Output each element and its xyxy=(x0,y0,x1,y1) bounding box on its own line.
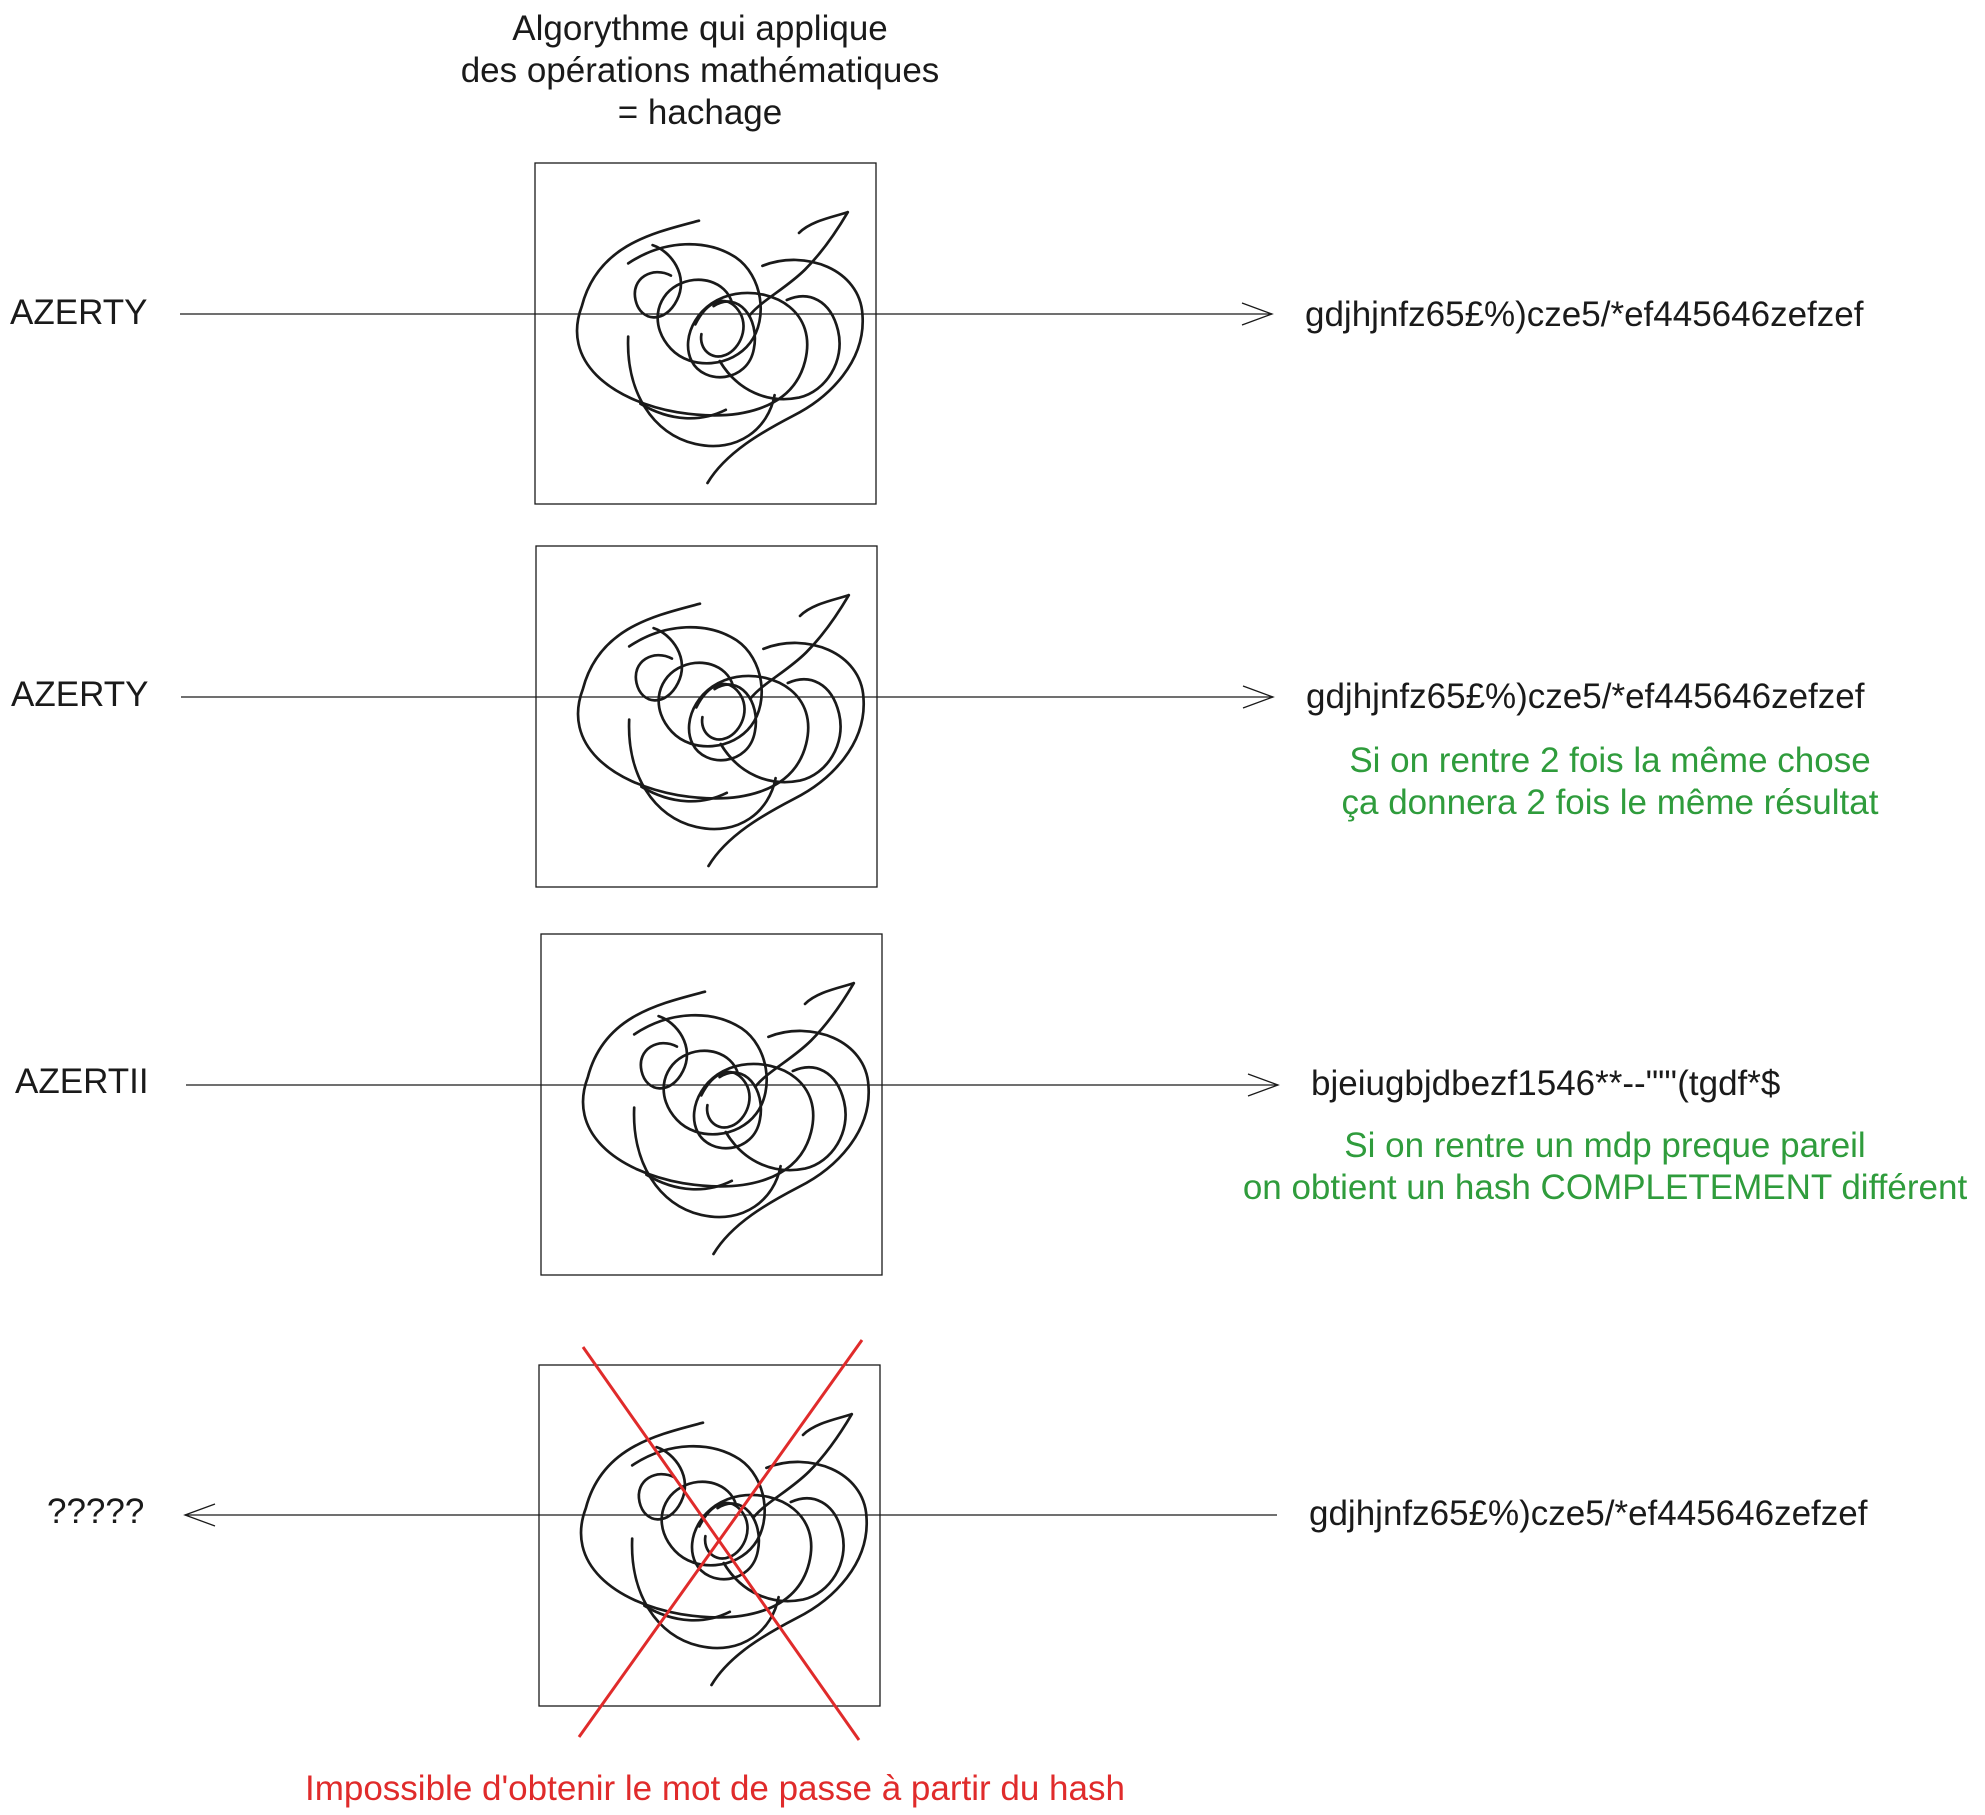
hash-box-1 xyxy=(534,162,877,505)
arrow-head-3 xyxy=(1247,1073,1280,1097)
row-4-hash: gdjhjnfz65£%)cze5/*ef445646zefzef xyxy=(1309,1494,1868,1533)
row-2-input: AZERTY xyxy=(11,675,149,714)
hash-box-3 xyxy=(540,933,883,1276)
hash-box-2 xyxy=(535,545,878,888)
title-line-2: des opérations mathématiques xyxy=(460,51,940,90)
diagram-title: Algorythme qui applique des opérations m… xyxy=(400,8,1000,134)
row-4-unknown-input: ????? xyxy=(47,1492,145,1531)
arrow-head-4 xyxy=(183,1503,216,1527)
row-3-input: AZERTII xyxy=(15,1062,149,1101)
note-similar-input-line-2: on obtient un hash COMPLETEMENT différen… xyxy=(1242,1168,1968,1207)
note-same-input-line-2: ça donnera 2 fois le même résultat xyxy=(1341,783,1879,822)
scribble-icon-1 xyxy=(575,210,865,485)
note-similar-input-line-1: Si on rentre un mdp preque pareil xyxy=(1344,1126,1866,1165)
scribble-icon-2 xyxy=(576,593,866,868)
arrow-head-2 xyxy=(1242,685,1275,709)
red-cross-icon-stroke-2 xyxy=(577,1339,864,1738)
hash-box-4 xyxy=(538,1364,881,1707)
row-1-output: gdjhjnfz65£%)cze5/*ef445646zefzef xyxy=(1305,295,1864,334)
arrow-head-1 xyxy=(1241,302,1274,326)
title-line-1: Algorythme qui applique xyxy=(512,9,888,48)
row-1-input: AZERTY xyxy=(10,293,148,332)
note-same-input-line-1: Si on rentre 2 fois la même chose xyxy=(1349,741,1871,780)
note-same-input: Si on rentre 2 fois la même chose ça don… xyxy=(1260,740,1960,824)
row-2-output: gdjhjnfz65£%)cze5/*ef445646zefzef xyxy=(1306,677,1865,716)
note-irreversible: Impossible d'obtenir le mot de passe à p… xyxy=(305,1769,1125,1808)
title-line-3: = hachage xyxy=(617,93,783,132)
red-cross-icon-stroke-1 xyxy=(581,1346,861,1741)
note-similar-input: Si on rentre un mdp preque pareil on obt… xyxy=(1230,1125,1980,1209)
row-3-output: bjeiugbjdbezf1546**--""'(tgdf*$ xyxy=(1311,1064,1781,1103)
scribble-icon-3 xyxy=(581,981,871,1256)
